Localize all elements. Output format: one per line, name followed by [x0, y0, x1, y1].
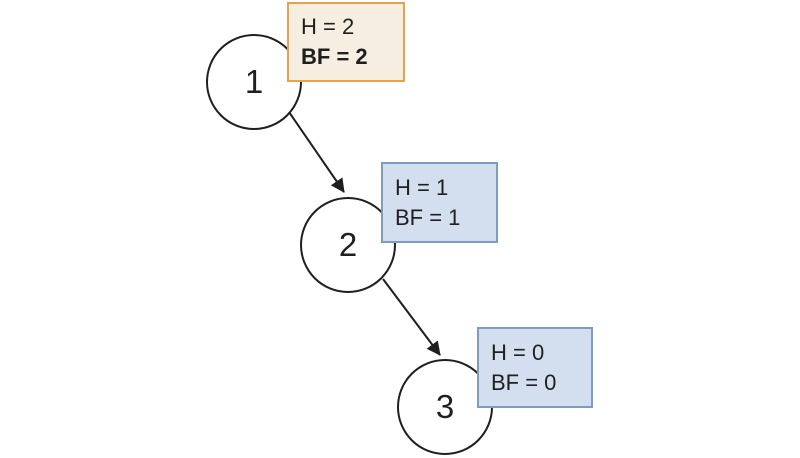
edge-node2-node3	[382, 278, 441, 356]
node-1-height-value: H = 2	[301, 14, 355, 39]
node-3-label: 3	[435, 387, 455, 425]
node-2-balance-factor-value: BF = 1	[395, 204, 461, 230]
tree-node-2: 2	[300, 197, 396, 293]
annotation-box-node-2: H = 1 BF = 1	[381, 162, 498, 243]
node-1-label: 1	[244, 62, 264, 100]
node-1-balance-factor-value: BF = 2	[301, 44, 368, 69]
node-2-height-value: H = 1	[395, 174, 449, 200]
edge-node1-node2	[288, 111, 345, 193]
node-2-label: 2	[338, 225, 358, 263]
node-3-balance-factor-value: BF = 0	[491, 369, 557, 395]
annotation-box-node-1: H = 2 BF = 2	[287, 2, 405, 82]
annotation-box-node-3: H = 0 BF = 0	[477, 327, 593, 408]
node-3-height-value: H = 0	[491, 339, 545, 365]
tree-node-1: 1	[206, 34, 302, 130]
